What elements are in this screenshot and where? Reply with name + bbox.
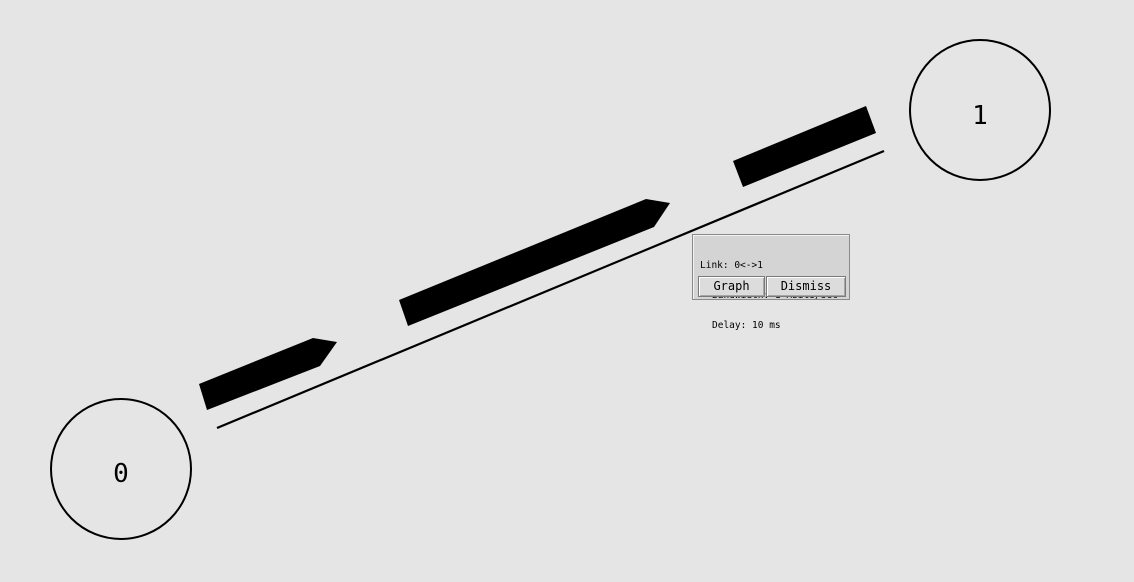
node-0-label: 0: [113, 459, 129, 489]
link-info-panel: Link: 0<->1 Bandwidth: 1 Mbits/sec Delay…: [692, 234, 850, 331]
dismiss-button[interactable]: Dismiss: [766, 276, 846, 297]
link-name: Link: 0<->1: [700, 260, 763, 271]
node-1[interactable]: 1: [909, 39, 1051, 181]
node-1-label: 1: [972, 101, 988, 131]
packet-2[interactable]: [399, 199, 670, 326]
packet-3[interactable]: [733, 106, 876, 187]
node-0[interactable]: 0: [50, 398, 192, 540]
link-delay: Delay: 10 ms: [712, 320, 781, 331]
link-0-1[interactable]: [216, 149, 885, 430]
graph-button[interactable]: Graph: [698, 276, 765, 297]
packet-1[interactable]: [199, 338, 337, 410]
